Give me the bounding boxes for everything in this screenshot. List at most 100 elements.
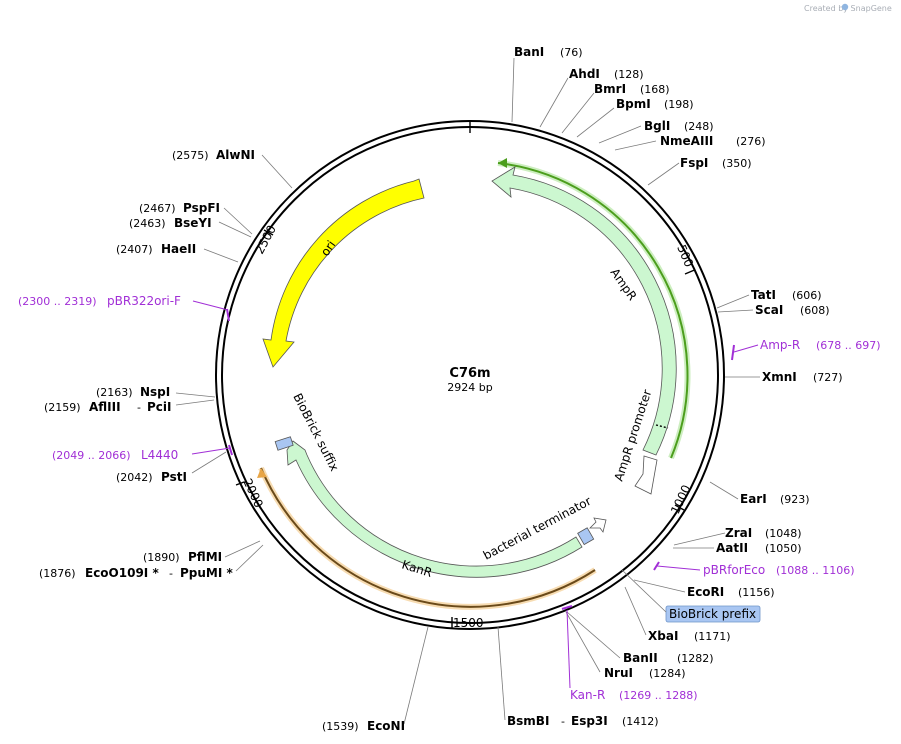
svg-text:(2159): (2159): [44, 401, 81, 414]
svg-text:(678 .. 697): (678 .. 697): [816, 339, 881, 352]
site-ecoNI[interactable]: (1539) EcoNI: [322, 719, 405, 733]
primer-kan-r[interactable]: Kan-R(1269 .. 1288): [570, 688, 698, 702]
ampr-primer-arrow-icon: [498, 158, 507, 168]
tick-label-1500: 1500: [453, 616, 484, 630]
svg-text:XbaI: XbaI: [648, 629, 678, 643]
terminator-feature[interactable]: [577, 527, 595, 546]
site-banI[interactable]: BanI (76): [514, 45, 583, 59]
svg-text:(606): (606): [792, 289, 822, 302]
primer-marks: [191, 300, 759, 689]
svg-text:pBR322ori-F: pBR322ori-F: [107, 294, 181, 308]
site-ecoO109I-ppuMI[interactable]: (1876) EcoO109I * - PpuMI *: [39, 566, 234, 580]
site-alwNI[interactable]: (2575)AlwNI: [172, 148, 255, 162]
site-tatI[interactable]: TatI (606): [751, 288, 822, 302]
biobrick-prefix-leader: [621, 569, 667, 613]
svg-text:BanI: BanI: [514, 45, 544, 59]
svg-text:HaeII: HaeII: [161, 242, 196, 256]
svg-text:AatII: AatII: [716, 541, 748, 555]
site-zraI[interactable]: ZraI(1048): [725, 526, 802, 540]
svg-text:(1284): (1284): [649, 667, 686, 680]
svg-text:(2407): (2407): [116, 243, 153, 256]
bacterial-terminator-arrow-icon: [589, 517, 607, 533]
site-fspI[interactable]: FspI (350): [680, 156, 752, 170]
svg-text:(128): (128): [614, 68, 644, 81]
svg-text:PspFI: PspFI: [183, 201, 220, 215]
site-haeII[interactable]: (2407) HaeII: [116, 242, 196, 256]
svg-text:-: -: [561, 715, 565, 728]
svg-text:BanII: BanII: [623, 651, 658, 665]
svg-text:-: -: [137, 401, 141, 414]
svg-text:PpuMI *: PpuMI *: [180, 566, 234, 580]
ampr-promoter-feature[interactable]: [634, 455, 658, 495]
biobrick-prefix-callout[interactable]: BioBrick prefix: [665, 605, 761, 623]
svg-text:(608): (608): [800, 304, 830, 317]
kanr-primer-bar: [260, 467, 596, 608]
site-pspFI[interactable]: (2467) PspFI: [139, 201, 220, 215]
site-nspI[interactable]: (2163)NspI: [96, 385, 170, 399]
svg-text:(168): (168): [640, 83, 670, 96]
site-banII[interactable]: BanII(1282): [623, 651, 714, 665]
svg-text:EarI: EarI: [740, 492, 767, 506]
plasmid-size: 2924 bp: [447, 381, 492, 394]
site-ecoRI[interactable]: EcoRI(1156): [687, 585, 775, 599]
ori-feature[interactable]: [262, 178, 425, 368]
site-nruI[interactable]: NruI(1284): [604, 666, 686, 680]
svg-text:Amp-R: Amp-R: [760, 338, 800, 352]
site-nmeAIII[interactable]: NmeAIII(276): [660, 134, 766, 148]
svg-text:(76): (76): [560, 46, 583, 59]
svg-text:(2049 .. 2066): (2049 .. 2066): [52, 449, 131, 462]
site-xbaI[interactable]: XbaI (1171): [648, 629, 731, 643]
svg-text:(2575): (2575): [172, 149, 209, 162]
site-scaI[interactable]: ScaI (608): [755, 303, 830, 317]
site-bmrI[interactable]: BmrI (168): [594, 82, 670, 96]
site-aflIII-pciI[interactable]: (2159) AflIII - PciI: [44, 400, 172, 414]
tick-label-2500: 2500: [252, 223, 279, 257]
svg-text:ScaI: ScaI: [755, 303, 783, 317]
svg-text:BpmI: BpmI: [616, 97, 651, 111]
site-bseYI[interactable]: (2463) BseYI: [129, 216, 212, 230]
watermark-text: Created by SnapGene: [804, 4, 892, 13]
svg-text:(1876): (1876): [39, 567, 76, 580]
svg-text:(2467): (2467): [139, 202, 176, 215]
primer-l4440[interactable]: (2049 .. 2066)L4440: [52, 448, 178, 462]
svg-text:(1539): (1539): [322, 720, 359, 733]
plasmid-name: C76m: [449, 366, 490, 381]
svg-text:AflIII: AflIII: [89, 400, 121, 414]
svg-text:AhdI: AhdI: [569, 67, 600, 81]
leader-lines-right: [403, 57, 760, 725]
primer-amp-r[interactable]: Amp-R (678 .. 697): [760, 338, 881, 352]
site-earI[interactable]: EarI(923): [740, 492, 810, 506]
primer-pbrforeco[interactable]: pBRforEco(1088 .. 1106): [703, 563, 855, 577]
ampr-feature[interactable]: [491, 166, 677, 456]
svg-text:(1890): (1890): [143, 551, 180, 564]
biobrick-suffix-feature[interactable]: [274, 436, 294, 451]
kanr-feature[interactable]: [286, 440, 583, 578]
svg-text:BmrI: BmrI: [594, 82, 626, 96]
site-bglI[interactable]: BglI(248): [644, 119, 714, 133]
svg-text:EcoNI: EcoNI: [367, 719, 405, 733]
site-ahdI[interactable]: AhdI (128): [569, 67, 644, 81]
bacterial-terminator-label: bacterial terminator: [481, 494, 594, 563]
svg-text:PflMI: PflMI: [188, 550, 222, 564]
svg-text:EcoO109I *: EcoO109I *: [85, 566, 159, 580]
svg-text:(1412): (1412): [622, 715, 659, 728]
site-bsmBI-esp3I[interactable]: BsmBI - Esp3I (1412): [507, 714, 659, 728]
svg-text:(350): (350): [722, 157, 752, 170]
site-aatII[interactable]: AatII(1050): [716, 541, 802, 555]
svg-text:BsmBI: BsmBI: [507, 714, 549, 728]
biobrick-prefix-label: BioBrick prefix: [669, 607, 756, 621]
site-xmnI[interactable]: XmnI(727): [762, 370, 843, 384]
primer-pbr322ori-f[interactable]: (2300 .. 2319)pBR322ori-F: [18, 294, 181, 308]
svg-text:(1171): (1171): [694, 630, 731, 643]
svg-text:BseYI: BseYI: [174, 216, 212, 230]
site-bpmI[interactable]: BpmI(198): [616, 97, 694, 111]
site-pstI[interactable]: (2042)PstI: [116, 470, 187, 484]
svg-text:(2463): (2463): [129, 217, 166, 230]
leader-lines-left: [175, 154, 293, 572]
svg-text:(248): (248): [684, 120, 714, 133]
kanr-primer-highlight: [258, 466, 597, 610]
svg-text:FspI: FspI: [680, 156, 708, 170]
site-pflMI[interactable]: (1890) PflMI: [143, 550, 222, 564]
svg-text:-: -: [169, 567, 173, 580]
svg-text:TatI: TatI: [751, 288, 776, 302]
